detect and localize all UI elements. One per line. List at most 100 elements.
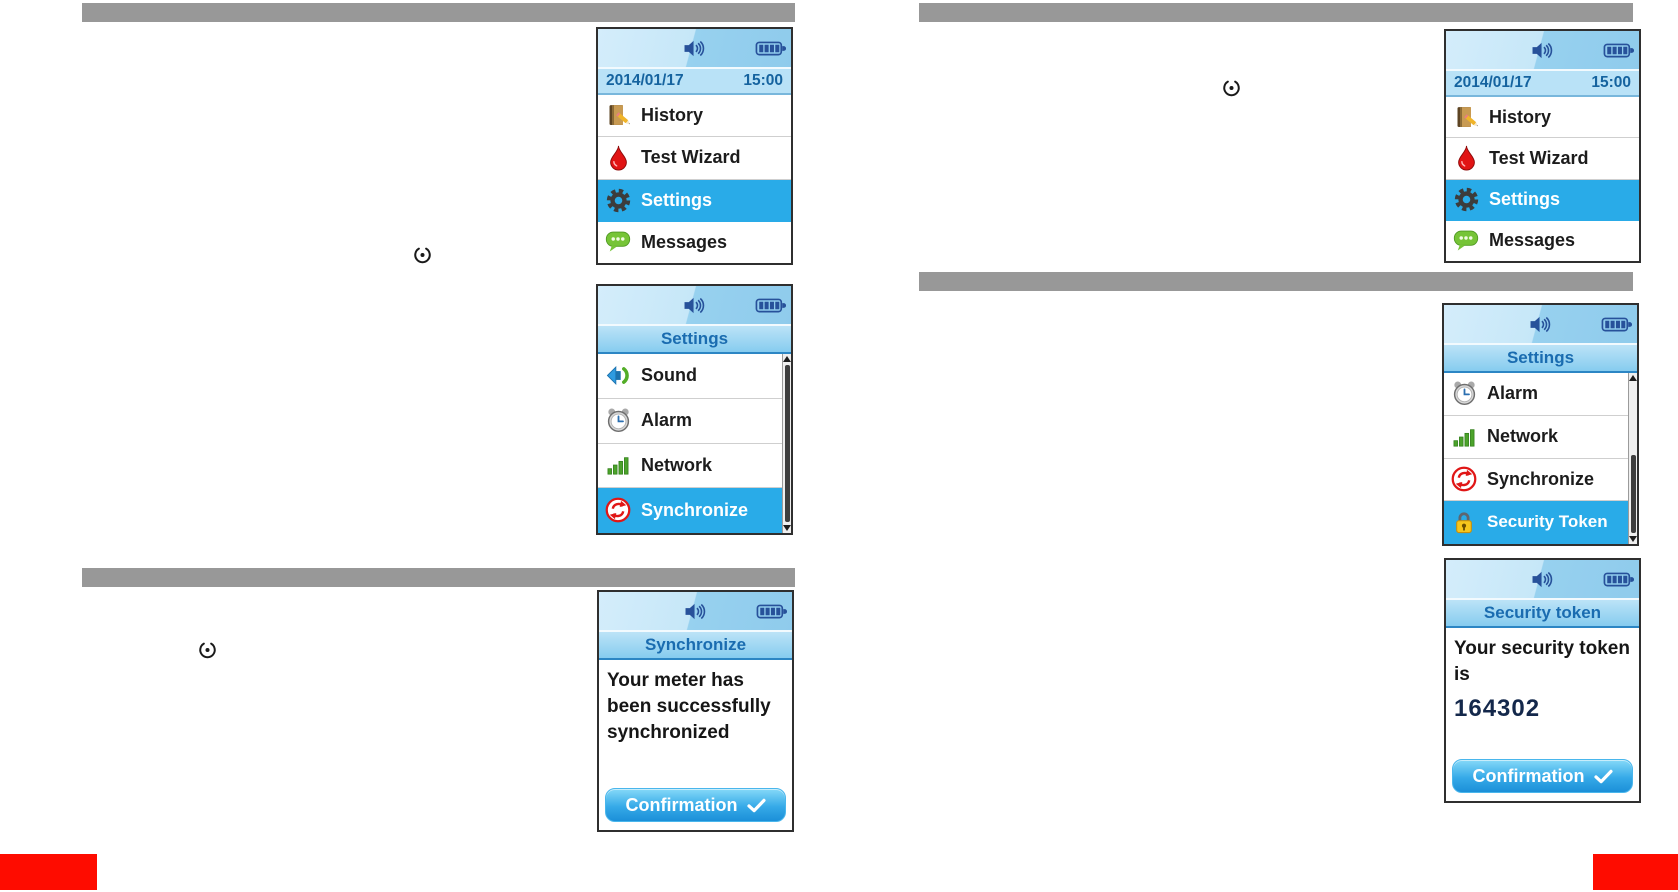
signal-bars-icon	[1449, 426, 1479, 448]
menu-item-label: Messages	[1489, 230, 1576, 251]
screen-synchronize: Synchronize Your meter has been successf…	[597, 590, 794, 832]
section-header-bar-mid-right	[919, 272, 1633, 291]
status-bar	[1446, 31, 1639, 71]
scroll-up-icon[interactable]	[1629, 375, 1637, 381]
speaker-icon	[684, 40, 705, 56]
menu-item-history[interactable]: History	[1446, 97, 1639, 139]
menu-item-label: Test Wizard	[1489, 147, 1589, 168]
speaker-icon	[1530, 316, 1551, 332]
scrollbar-thumb[interactable]	[1631, 455, 1636, 533]
main-menu-list: History Test Wizard Settings Messages	[598, 95, 791, 263]
battery-icon	[755, 298, 786, 313]
menu-item-label: Sound	[641, 365, 697, 386]
screen-main-menu-left: 2014/01/17 15:00 History Test Wizard Set…	[596, 27, 793, 265]
megaphone-icon	[603, 364, 633, 387]
battery-icon	[1603, 43, 1634, 58]
messages-icon	[603, 230, 633, 254]
history-icon	[1451, 104, 1481, 131]
status-bar	[599, 592, 792, 632]
status-bar	[1446, 560, 1639, 600]
menu-item-label: History	[1489, 106, 1552, 127]
time-text: 15:00	[1591, 74, 1631, 91]
battery-icon	[1601, 317, 1632, 332]
checkmark-icon	[1593, 769, 1613, 783]
scrollbar[interactable]	[782, 354, 791, 533]
date-time-bar: 2014/01/17 15:00	[598, 69, 791, 95]
screen-settings-right: Settings Alarm Network Synchronize Secur…	[1442, 303, 1639, 546]
menu-item-label: Alarm	[1487, 383, 1539, 404]
scroll-down-icon[interactable]	[783, 525, 791, 531]
speaker-icon	[1532, 571, 1553, 587]
section-header-bar-top-right	[919, 3, 1633, 22]
screen-settings-left: Settings Sound Alarm Network Synchronize	[596, 284, 793, 535]
menu-item-label: Security Token	[1487, 512, 1608, 532]
menu-item-messages[interactable]: Messages	[598, 221, 791, 263]
menu-item-network[interactable]: Network	[1444, 415, 1637, 459]
menu-item-synchronize[interactable]: Synchronize	[598, 488, 791, 533]
battery-icon	[756, 604, 787, 619]
battery-icon	[755, 41, 786, 56]
center-button-icon	[197, 639, 218, 660]
date-text: 2014/01/17	[1454, 74, 1532, 91]
settings-menu-list: Sound Alarm Network Synchronize	[598, 354, 791, 533]
screen-security-token: Security token Your security token is 16…	[1444, 558, 1641, 803]
confirmation-button[interactable]: Confirmation	[605, 788, 786, 822]
status-bar	[598, 29, 791, 69]
menu-item-messages[interactable]: Messages	[1446, 220, 1639, 261]
menu-item-alarm[interactable]: Alarm	[598, 398, 791, 444]
menu-item-label: Network	[1487, 426, 1559, 447]
scroll-up-icon[interactable]	[783, 356, 791, 362]
padlock-icon	[1449, 510, 1479, 535]
confirmation-button[interactable]: Confirmation	[1452, 759, 1633, 793]
menu-item-label: Alarm	[641, 410, 693, 431]
time-text: 15:00	[743, 72, 783, 89]
menu-item-label: Network	[641, 454, 713, 475]
blood-drop-icon	[1451, 145, 1481, 171]
scroll-down-icon[interactable]	[1629, 536, 1637, 542]
scrollbar[interactable]	[1628, 373, 1637, 544]
battery-icon	[1603, 572, 1634, 587]
menu-item-network[interactable]: Network	[598, 443, 791, 489]
sync-message: Your meter has been successfully synchro…	[607, 670, 771, 743]
scrollbar-thumb[interactable]	[785, 365, 790, 522]
date-time-bar: 2014/01/17 15:00	[1446, 71, 1639, 97]
page-edge-marker-left	[0, 854, 97, 890]
signal-bars-icon	[603, 454, 633, 476]
menu-item-sound[interactable]: Sound	[598, 354, 791, 399]
speaker-icon	[1532, 42, 1553, 58]
menu-item-alarm[interactable]: Alarm	[1444, 373, 1637, 416]
confirmation-label: Confirmation	[1472, 765, 1585, 786]
status-bar	[1444, 305, 1637, 345]
token-message-text: Your security token is	[1454, 638, 1630, 685]
menu-item-label: Settings	[1489, 189, 1561, 210]
date-text: 2014/01/17	[606, 72, 684, 89]
screen-title: Synchronize	[599, 632, 792, 660]
menu-item-settings[interactable]: Settings	[598, 179, 791, 222]
menu-item-test-wizard[interactable]: Test Wizard	[1446, 138, 1639, 180]
screen-title: Settings	[1444, 345, 1637, 373]
center-button-icon	[412, 244, 433, 265]
history-icon	[603, 102, 633, 129]
gear-icon	[1451, 186, 1481, 213]
checkmark-icon	[746, 798, 766, 812]
speaker-icon	[685, 603, 706, 619]
gear-icon	[603, 187, 633, 214]
menu-item-security-token[interactable]: Security Token	[1444, 501, 1637, 544]
section-header-bar-mid-left	[82, 568, 795, 587]
settings-menu-list: Alarm Network Synchronize Security Token	[1444, 373, 1637, 544]
sync-arrows-icon	[1449, 466, 1479, 492]
sync-arrows-icon	[603, 497, 633, 523]
menu-item-label: Messages	[641, 231, 728, 252]
page-edge-marker-right	[1593, 854, 1678, 890]
main-menu-list: History Test Wizard Settings Messages	[1446, 97, 1639, 261]
menu-item-test-wizard[interactable]: Test Wizard	[598, 137, 791, 180]
menu-item-label: History	[641, 105, 704, 126]
menu-item-synchronize[interactable]: Synchronize	[1444, 458, 1637, 502]
alarm-clock-icon	[1449, 380, 1479, 407]
token-value: 164302	[1454, 694, 1541, 722]
center-button-icon	[1221, 77, 1242, 98]
menu-item-settings[interactable]: Settings	[1446, 179, 1639, 221]
token-message: Your security token is 164302	[1446, 628, 1639, 759]
menu-item-history[interactable]: History	[598, 95, 791, 138]
menu-item-label: Synchronize	[1487, 468, 1595, 489]
